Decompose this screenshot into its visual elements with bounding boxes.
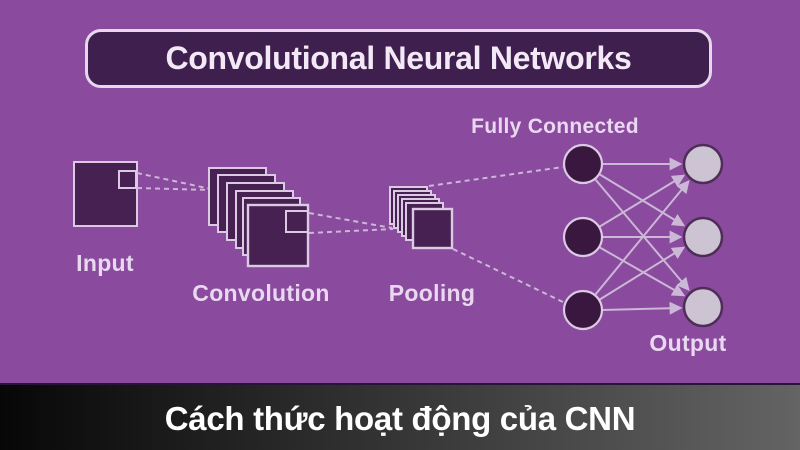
caption-bar: Cách thức hoạt động của CNN [0,383,800,450]
fc-node [562,216,604,258]
pooling-label: Pooling [388,280,476,306]
fully-connected-nodes [562,143,604,331]
pooling-stack [389,186,454,250]
fc-to-output-arrows [594,157,690,315]
output-node [682,216,724,258]
title-box: Convolutional Neural Networks [85,29,712,88]
page-title: Convolutional Neural Networks [165,40,632,76]
dashed-connector [136,187,213,191]
convolution-front-square [246,203,310,268]
convolution-to-pooling-connectors [308,212,394,234]
output-nodes [682,143,724,328]
output-node [682,286,724,328]
dashed-connector [308,212,393,229]
input-square [73,161,138,227]
input-receptive-field-square [118,170,137,189]
connection-arrow [594,178,690,291]
pooling-to-fc-connectors [428,166,566,304]
convolution-stack [208,167,310,268]
dashed-connector [428,166,564,187]
connection-arrow [598,246,686,297]
input-image-square [73,161,138,227]
dashed-connector [136,172,212,190]
dashed-connector [452,248,566,304]
input-label: Input [76,250,134,276]
fc-node [562,289,604,331]
connection-arrow [598,246,686,301]
connection-arrow [598,174,686,228]
connection-arrow [594,179,690,296]
convolution-receptive-field-square [285,210,309,233]
input-to-convolution-connectors [136,172,213,191]
fully-connected-label: Fully Connected [471,115,639,138]
connection-arrow [598,173,686,227]
convolution-label: Convolution [192,280,330,306]
pooling-front-square [411,207,454,250]
connection-arrow [601,301,683,315]
output-label: Output [649,330,727,356]
output-node [682,143,724,185]
fc-node [562,143,604,185]
dashed-connector [308,228,394,234]
caption-text: Cách thức hoạt động của CNN [164,399,636,437]
